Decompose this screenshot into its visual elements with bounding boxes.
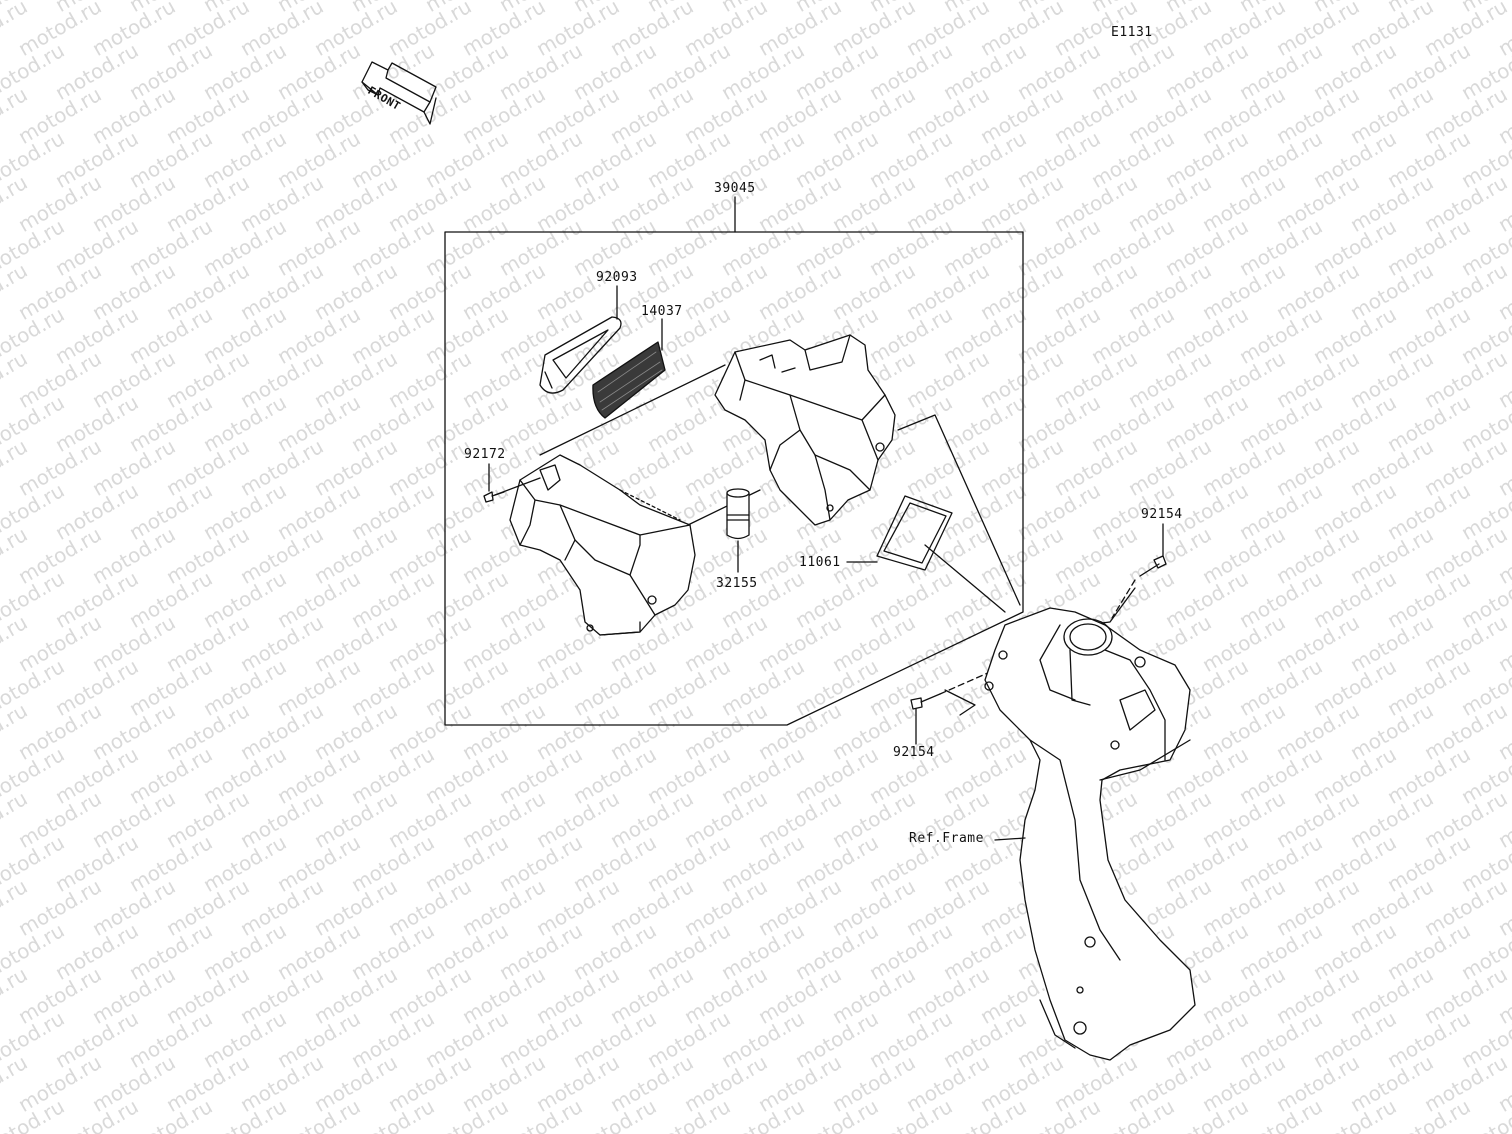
label-92154-upper: 92154 <box>1141 507 1183 522</box>
front-arrow-icon <box>361 61 437 125</box>
label-ref-frame: Ref.Frame <box>909 831 984 846</box>
drain-cap-part <box>726 488 750 540</box>
label-39045: 39045 <box>714 181 756 196</box>
assembly-bracket <box>444 231 1024 726</box>
label-92172: 92172 <box>464 447 506 462</box>
label-14037: 14037 <box>641 304 683 319</box>
label-11061: 11061 <box>799 555 841 570</box>
air-box-left-half <box>509 454 696 636</box>
upper-bolt-part <box>1139 555 1167 577</box>
frame-reference <box>984 607 1196 1061</box>
screw-part <box>483 491 505 503</box>
label-92093: 92093 <box>596 270 638 285</box>
air-box-right-half <box>714 334 896 526</box>
lower-bolt-part <box>910 693 941 710</box>
gasket-part <box>876 495 953 571</box>
label-32155: 32155 <box>716 576 758 591</box>
label-92154-lower: 92154 <box>893 745 935 760</box>
diagram-code: E1131 <box>1111 25 1153 40</box>
screen-part <box>592 341 666 419</box>
